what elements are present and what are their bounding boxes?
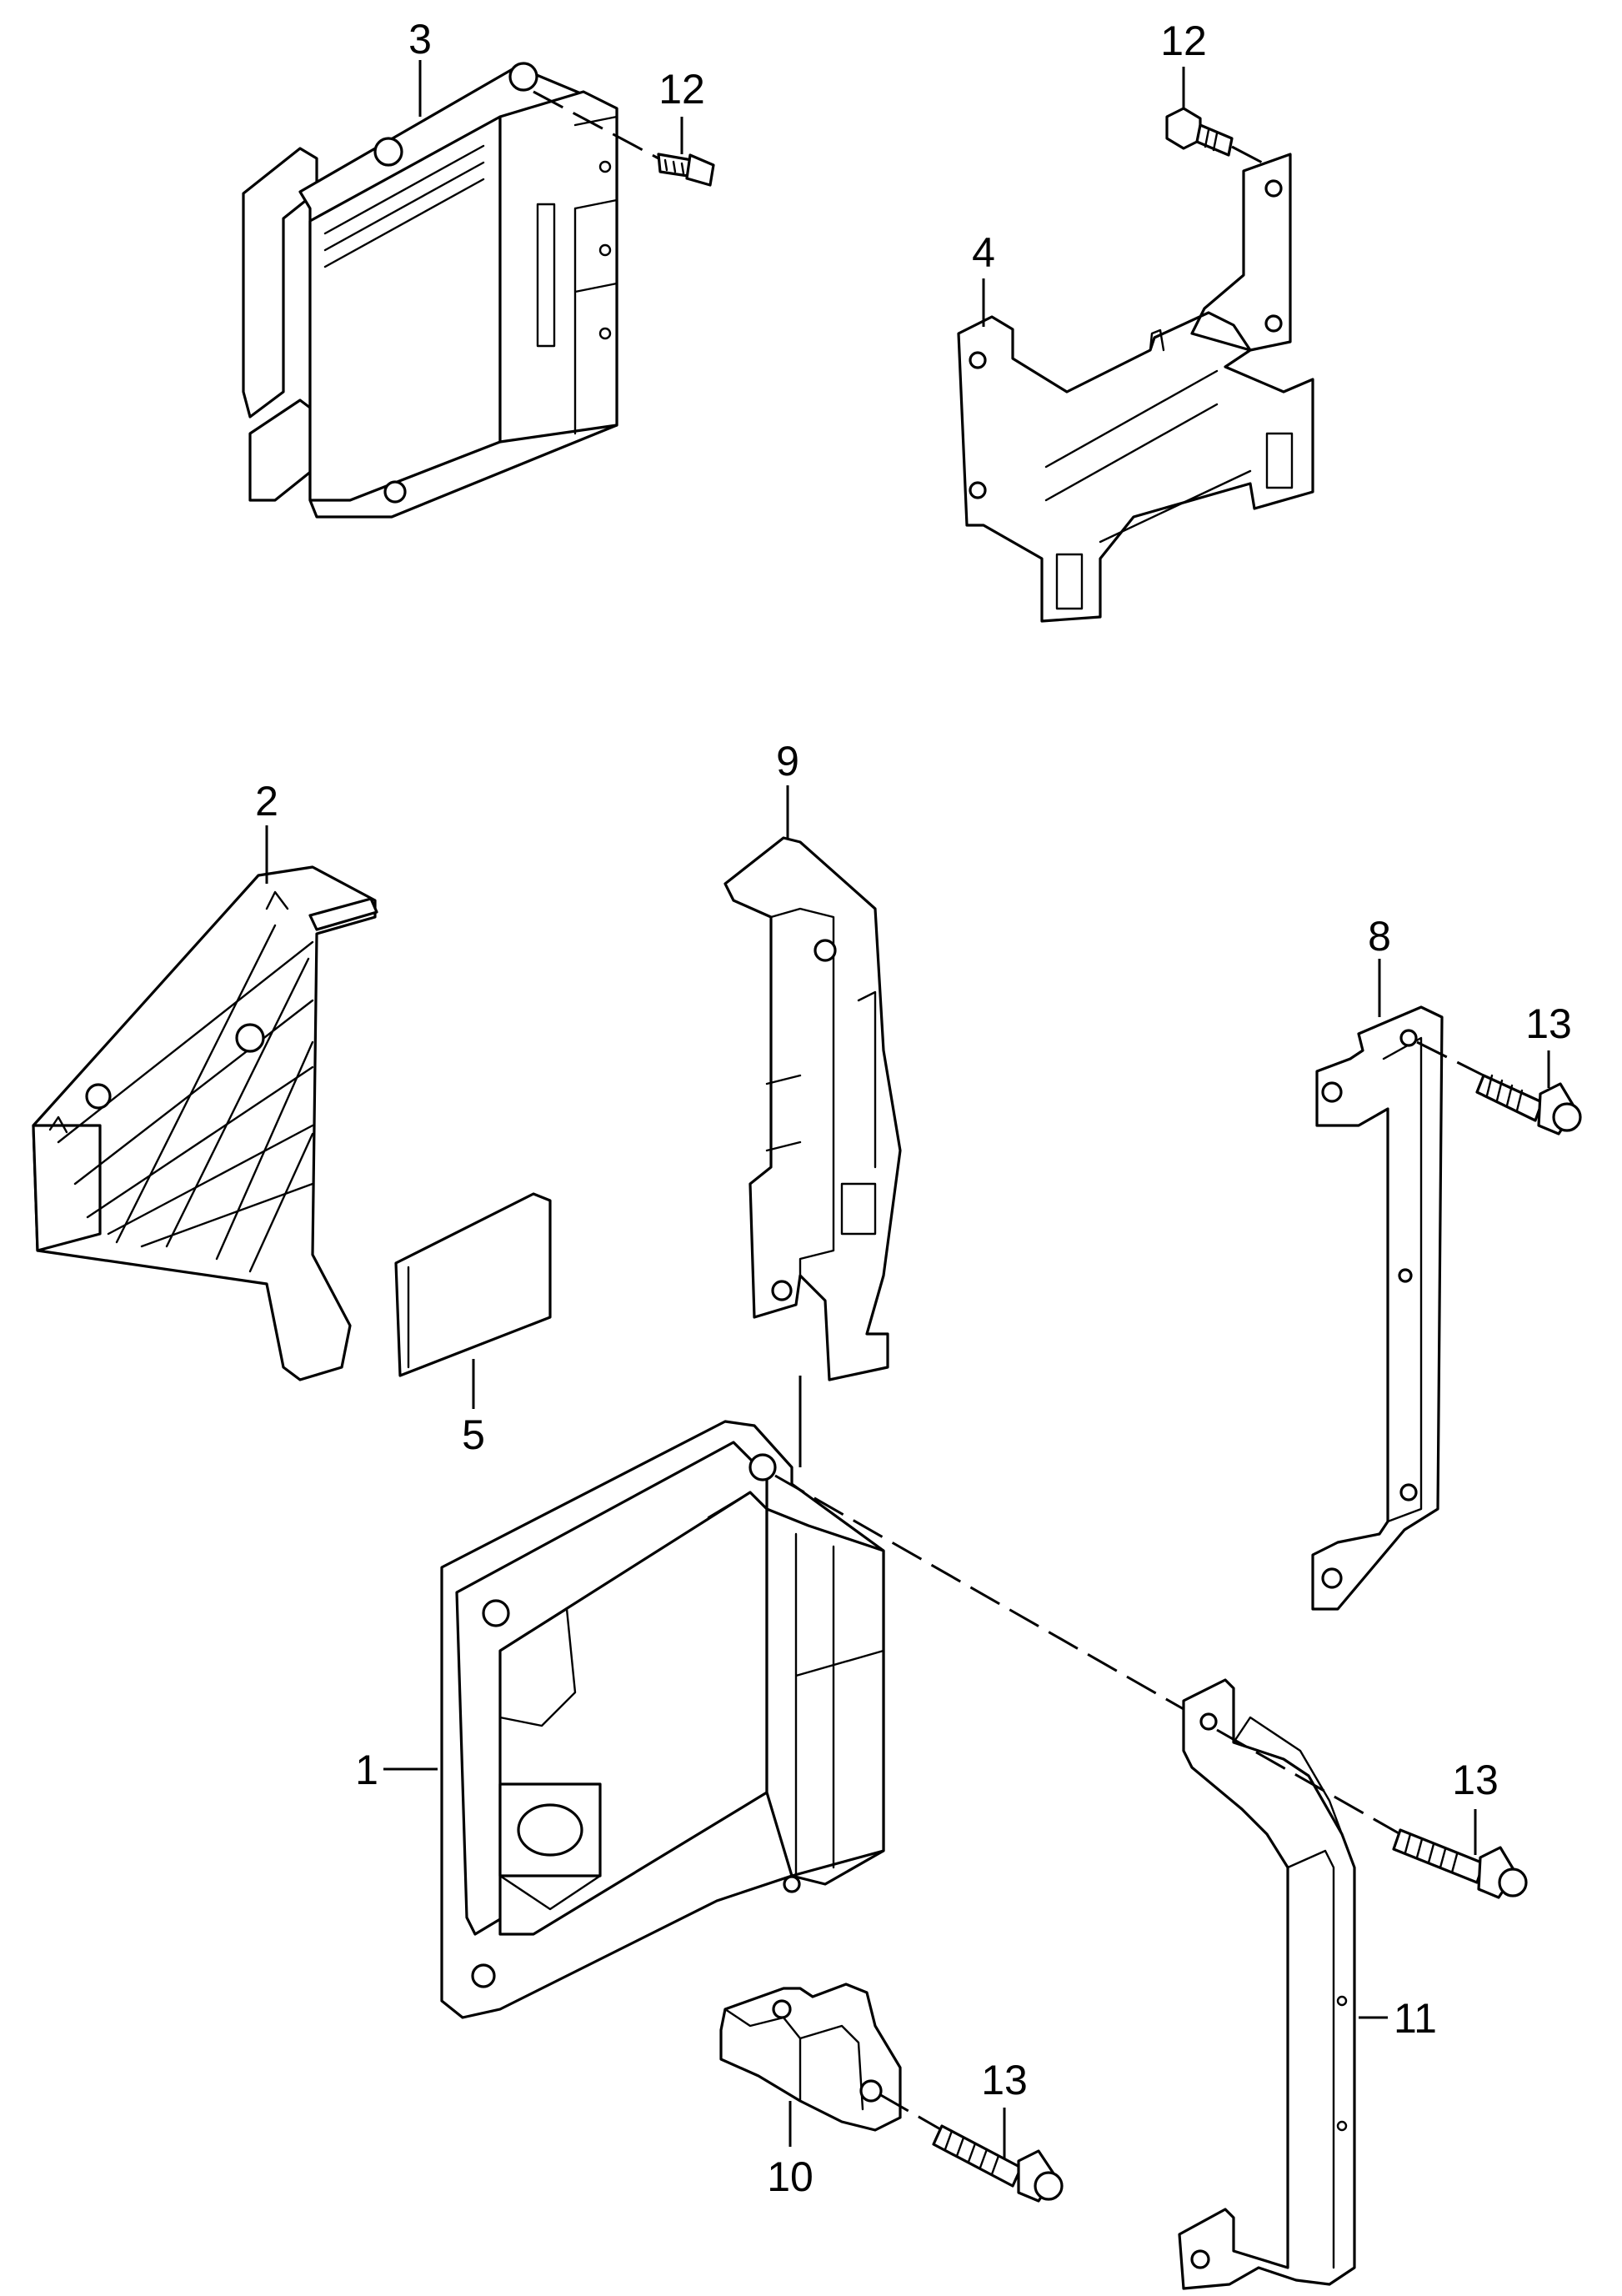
part-10-clip-bracket (719, 1983, 902, 2132)
part-11-callout: 11 (1359, 1995, 1437, 2042)
callout-12-upper-left: 12 (658, 66, 705, 113)
part-4-support-bracket (957, 153, 1314, 623)
callout-4: 4 (972, 229, 995, 276)
part-1-alignment-line (774, 1474, 1184, 1711)
part-8-rail-bracket (1311, 1005, 1444, 1611)
part-13-screw-upper (1416, 1040, 1582, 1135)
part-11-long-bracket (1178, 1678, 1356, 2290)
part-13c-callout: 13 (981, 2057, 1028, 2159)
callout-9: 9 (776, 738, 799, 785)
part-2-ribbed-cover (32, 865, 378, 1381)
callout-8: 8 (1368, 913, 1391, 960)
part-2-callout: 2 (255, 778, 278, 884)
part-13-screw-bottom (879, 2093, 1064, 2203)
part-12a-callout: 12 (658, 66, 705, 154)
part-1-callout: 1 (355, 1747, 438, 1793)
callout-3: 3 (408, 16, 432, 63)
part-5-pad (394, 1192, 552, 1377)
callout-13-upper: 13 (1525, 1000, 1572, 1047)
part-4-callout: 4 (972, 229, 995, 327)
part-10-callout: 10 (767, 2101, 814, 2200)
part-13b-callout: 13 (1452, 1757, 1499, 1855)
part-12-bolt-upper-left (533, 90, 715, 187)
part-8-callout: 8 (1368, 913, 1391, 1017)
part-1-engine-control-unit (440, 1420, 885, 2019)
callout-1: 1 (355, 1747, 378, 1793)
callout-13-middle: 13 (1452, 1757, 1499, 1803)
callout-11: 11 (1394, 1995, 1437, 2042)
part-13-screw-middle (1216, 1728, 1528, 1899)
callout-5: 5 (462, 1411, 485, 1458)
part-13a-callout: 13 (1525, 1000, 1572, 1088)
part-5-callout: 5 (462, 1359, 485, 1458)
callout-10: 10 (767, 2153, 814, 2200)
callout-2: 2 (255, 778, 278, 825)
part-3-callout: 3 (408, 16, 432, 117)
part-3-control-unit-with-bracket (242, 62, 618, 519)
part-12-bolt-upper-right (1165, 107, 1268, 167)
callout-12-upper-right: 12 (1160, 18, 1207, 64)
callout-13-bottom: 13 (981, 2057, 1028, 2103)
part-9-shield-bracket (723, 836, 902, 1381)
part-9-callout: 9 (776, 738, 799, 838)
part-12b-callout: 12 (1160, 18, 1207, 108)
